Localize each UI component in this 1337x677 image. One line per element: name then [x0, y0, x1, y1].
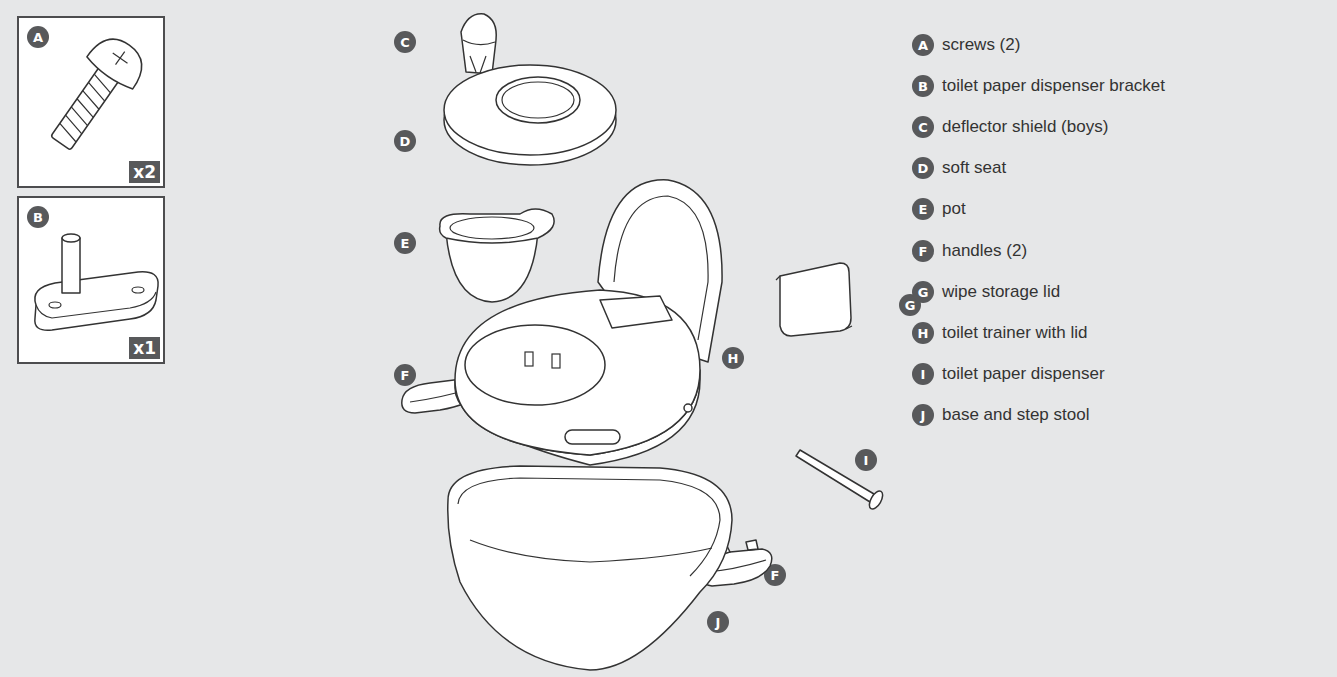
part-name: toilet paper dispenser — [942, 364, 1105, 384]
callout-letter: F — [771, 568, 780, 583]
part-name: toilet trainer with lid — [942, 323, 1088, 343]
callout-letter: G — [905, 298, 916, 313]
callout-letter: E — [919, 202, 928, 217]
legend-callout: Jbase and step stool — [912, 404, 934, 426]
callout-number: I — [855, 449, 877, 471]
callout-letter: B — [33, 210, 43, 225]
callout-number: C — [394, 31, 416, 53]
legend-callout: Btoilet paper dispenser bracket — [912, 75, 934, 97]
part-name: toilet paper dispenser bracket — [942, 76, 1165, 96]
legend-callout: Fhandles (2) — [912, 240, 934, 262]
part-box: x2 A — [17, 16, 165, 188]
callout-letter: F — [401, 368, 410, 383]
dispenser-drawing — [796, 450, 885, 511]
bracket-drawing — [35, 234, 158, 330]
part-name: pot — [942, 199, 966, 219]
trainer-drawing — [455, 180, 722, 465]
callout-letter: A — [918, 38, 928, 53]
handle-drawing — [700, 540, 772, 586]
handle-drawing — [402, 368, 480, 413]
callout-number: F — [764, 564, 786, 586]
legend-callout: Epot — [912, 198, 934, 220]
callout-number: B — [27, 206, 49, 228]
callout-letter: H — [918, 326, 929, 341]
legend-callout: Ascrews (2) — [912, 34, 934, 56]
part-name: deflector shield (boys) — [942, 117, 1108, 137]
callout-letter: D — [400, 134, 411, 149]
part-name: base and step stool — [942, 405, 1089, 425]
base-drawing — [448, 466, 732, 670]
callout-letter: C — [918, 120, 928, 135]
deflector-drawing — [461, 14, 496, 74]
callout-number: A — [27, 26, 49, 48]
part-box: x1 B — [17, 196, 165, 364]
callout-letter: J — [921, 408, 926, 423]
callout-number: H — [722, 347, 744, 369]
quantity-tag: x2 — [129, 161, 160, 183]
legend-callout: Dsoft seat — [912, 157, 934, 179]
pot-drawing — [440, 209, 555, 302]
part-name: handles (2) — [942, 241, 1027, 261]
callout-letter: E — [401, 236, 410, 251]
callout-letter: G — [918, 285, 929, 300]
part-name: wipe storage lid — [942, 282, 1060, 302]
legend-callout: Htoilet trainer with lid — [912, 322, 934, 344]
callout-letter: D — [918, 161, 929, 176]
legend-callout: Itoilet paper dispenser — [912, 363, 934, 385]
callout-letter: B — [918, 79, 928, 94]
wipe-lid-drawing — [776, 263, 852, 336]
legend-callout: Cdeflector shield (boys) — [912, 116, 934, 138]
callout-letter: F — [919, 244, 928, 259]
quantity-tag: x1 — [129, 337, 160, 359]
callout-letter: I — [864, 453, 869, 468]
callout-number: J — [707, 611, 729, 633]
callout-number: D — [394, 130, 416, 152]
callout-letter: A — [33, 30, 43, 45]
screw-drawing — [38, 29, 153, 159]
callout-letter: J — [716, 615, 721, 630]
part-name: screws (2) — [942, 35, 1020, 55]
callout-letter: H — [728, 351, 739, 366]
seat-drawing — [444, 65, 616, 165]
part-name: soft seat — [942, 158, 1006, 178]
callout-letter: C — [400, 35, 410, 50]
callout-number: E — [394, 232, 416, 254]
callout-letter: I — [921, 367, 926, 382]
legend-callout: Gwipe storage lid — [912, 281, 934, 303]
callout-number: F — [394, 364, 416, 386]
